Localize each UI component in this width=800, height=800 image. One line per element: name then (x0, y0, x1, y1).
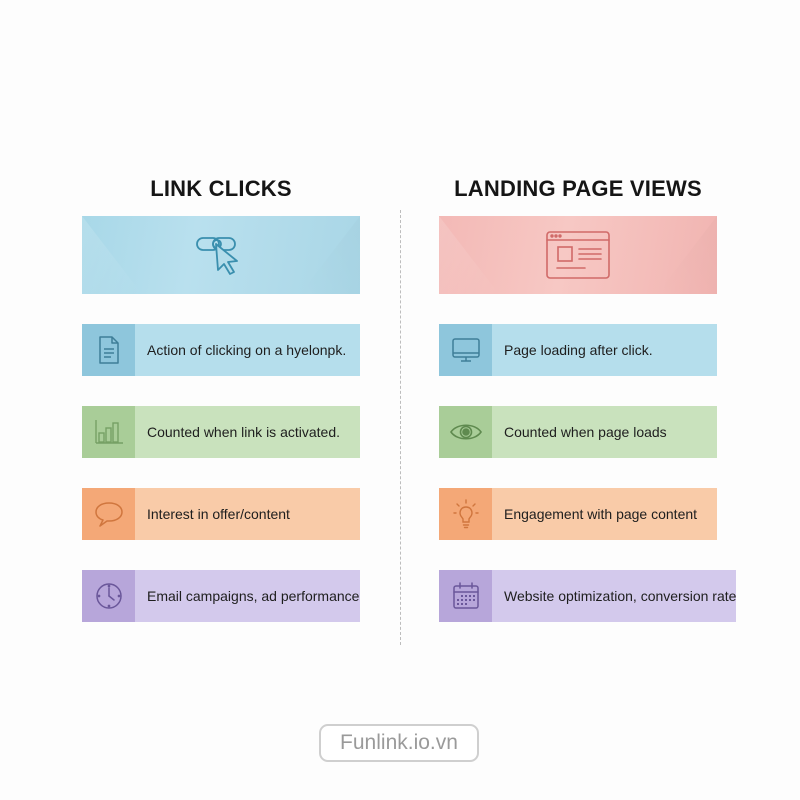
row-text: Page loading after click. (492, 324, 717, 376)
row-text: Website optimization, conversion rate (492, 570, 737, 622)
eye-icon (449, 424, 482, 440)
row-text: Action of clicking on a hyelonpk. (135, 324, 360, 376)
landing-page-views-definition-row: Page loading after click. (439, 324, 717, 376)
speech-bubble-icon (94, 502, 123, 527)
link-clicks-title: LINK CLICKS (150, 176, 292, 201)
link-clicks-use-case-row: Email campaigns, ad performance (82, 570, 360, 622)
landing-page-views-banner (439, 216, 717, 294)
lightbulb-icon (452, 499, 479, 529)
link-clicks-intent-row: Interest in offer/content (82, 488, 360, 540)
browser-window-icon (546, 231, 610, 279)
landing-page-views-use-case-row: Website optimization, conversion rate (439, 570, 737, 622)
link-clicks-banner (82, 216, 360, 294)
row-text: Engagement with page content (492, 488, 717, 540)
column-divider (400, 210, 401, 645)
clock-icon (95, 583, 122, 609)
brand-watermark: Funlink.io.vn (319, 724, 479, 762)
landing-page-views-title: LANDING PAGE VIEWS (454, 176, 702, 201)
row-text: Email campaigns, ad performance (135, 570, 360, 622)
row-text: Counted when page loads (492, 406, 717, 458)
row-text: Interest in offer/content (135, 488, 360, 540)
bar-chart-icon (94, 420, 123, 444)
calendar-icon (452, 582, 479, 609)
landing-page-views-counting-row: Counted when page loads (439, 406, 717, 458)
landing-page-views-intent-row: Engagement with page content (439, 488, 717, 540)
row-text: Counted when link is activated. (135, 406, 360, 458)
monitor-icon (451, 338, 480, 362)
document-icon (98, 336, 119, 364)
link-clicks-counting-row: Counted when link is activated. (82, 406, 360, 458)
link-clicks-definition-row: Action of clicking on a hyelonpk. (82, 324, 360, 376)
link-cursor-icon (196, 237, 238, 275)
